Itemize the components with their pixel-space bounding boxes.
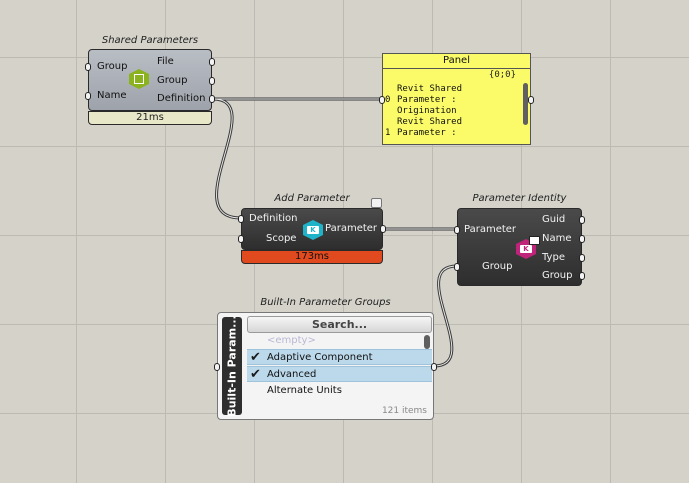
output-grip-guid[interactable] [579, 216, 585, 224]
input-grip-scope[interactable] [238, 235, 244, 243]
panel-path: {0;0} [488, 70, 516, 80]
add-parameter-title: Add Parameter [274, 193, 350, 204]
shared-parameters-timing: 21ms [88, 111, 212, 125]
value-list-component[interactable]: Built-In Param... Search... <empty> ✔Ada… [214, 312, 437, 420]
output-grip-file[interactable] [209, 58, 215, 66]
value-list-side-label: Built-In Param... [222, 315, 242, 417]
output-grip-group[interactable] [209, 77, 215, 85]
identity-badge-icon [529, 236, 540, 245]
input-label-name: Name [97, 90, 127, 101]
value-list-item[interactable]: ✔Advanced [247, 366, 432, 382]
output-label-group: Group [542, 270, 573, 281]
input-grip-definition[interactable] [238, 215, 244, 223]
value-list-output-grip[interactable] [431, 363, 437, 371]
value-list-input-grip[interactable] [214, 363, 220, 371]
value-list-title: Built-In Parameter Groups [260, 297, 391, 308]
wire-value-list-to-group [432, 264, 459, 368]
panel-scrollbar[interactable] [523, 83, 528, 125]
shared-parameters-component[interactable]: Group Name File Group Definition [85, 49, 215, 111]
value-list-item[interactable]: Alternate Units [267, 385, 342, 396]
shared-parameters-title: Shared Parameters [101, 35, 199, 46]
output-label-file: File [157, 56, 174, 67]
panel-input-grip[interactable] [379, 96, 385, 104]
checkmark-icon: ✔ [250, 350, 261, 365]
output-grip-name[interactable] [579, 235, 585, 243]
shared-parameters-icon [129, 69, 149, 89]
output-grip-definition[interactable] [209, 95, 215, 103]
output-label-guid: Guid [542, 214, 566, 225]
panel-line: Revit Shared [397, 84, 463, 94]
output-label-name: Name [542, 233, 572, 244]
panel-line: Origination [397, 106, 457, 116]
input-label-group: Group [97, 61, 128, 72]
value-list-count: 121 items [381, 406, 427, 416]
value-list-search[interactable]: Search... [247, 316, 432, 333]
panel-line: Revit Shared [397, 117, 463, 127]
input-grip-group[interactable] [85, 63, 91, 71]
panel-output-grip[interactable] [528, 96, 534, 104]
input-grip-parameter[interactable] [454, 226, 460, 234]
output-grip-group[interactable] [579, 272, 585, 280]
parameter-k-icon: K [303, 220, 323, 240]
output-label-type: Type [542, 252, 565, 263]
parameter-identity-component[interactable]: Parameter Group K Guid Name Type Group [454, 208, 585, 286]
value-list-item[interactable]: ✔Adaptive Component [247, 349, 432, 365]
output-label-group: Group [157, 75, 188, 86]
input-grip-name[interactable] [85, 92, 91, 100]
output-label-definition: Definition [157, 93, 206, 104]
output-grip-parameter[interactable] [380, 225, 386, 233]
input-label-definition: Definition [249, 213, 298, 224]
parameter-identity-title: Parameter Identity [472, 193, 567, 204]
checkmark-icon: ✔ [250, 367, 261, 382]
panel-title: Panel [383, 54, 530, 69]
wire-definition-to-add-parameter [211, 97, 243, 220]
add-parameter-timing: 173ms [241, 250, 383, 264]
preview-toggle-icon[interactable] [371, 198, 382, 208]
value-list-scrollbar[interactable] [424, 335, 430, 349]
value-list-item[interactable]: <empty> [267, 335, 316, 346]
output-grip-type[interactable] [579, 254, 585, 262]
add-parameter-component[interactable]: Definition Scope K Parameter [238, 208, 386, 250]
input-label-parameter: Parameter [464, 224, 517, 235]
input-grip-group[interactable] [454, 263, 460, 271]
output-label-parameter: Parameter [325, 223, 378, 234]
input-label-scope: Scope [266, 233, 297, 244]
input-label-group: Group [482, 261, 513, 272]
